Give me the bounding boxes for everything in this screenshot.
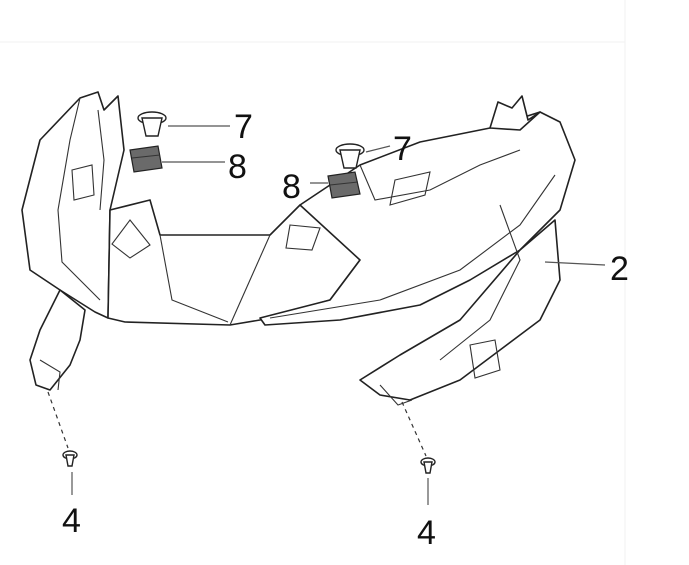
leader-7-right — [365, 145, 391, 153]
callout-2: 2 — [610, 250, 629, 288]
assembly-line-left — [47, 391, 69, 449]
screw-left — [62, 450, 78, 467]
leader-2 — [544, 261, 606, 266]
grommet-nut-right — [327, 171, 361, 199]
callout-8-right: 8 — [282, 168, 301, 206]
screw-right — [420, 457, 436, 474]
push-rivet-left — [137, 111, 167, 137]
callout-7-right: 7 — [393, 130, 412, 168]
callout-7-left: 7 — [234, 108, 253, 146]
grommet-nut-left — [129, 145, 163, 173]
callout-4-left: 4 — [62, 502, 81, 540]
push-rivet-right — [335, 143, 365, 169]
assembly-line-right — [401, 401, 427, 457]
front-cover-panel — [21, 91, 576, 406]
callout-4-right: 4 — [417, 514, 436, 552]
callout-8-left: 8 — [228, 148, 247, 186]
